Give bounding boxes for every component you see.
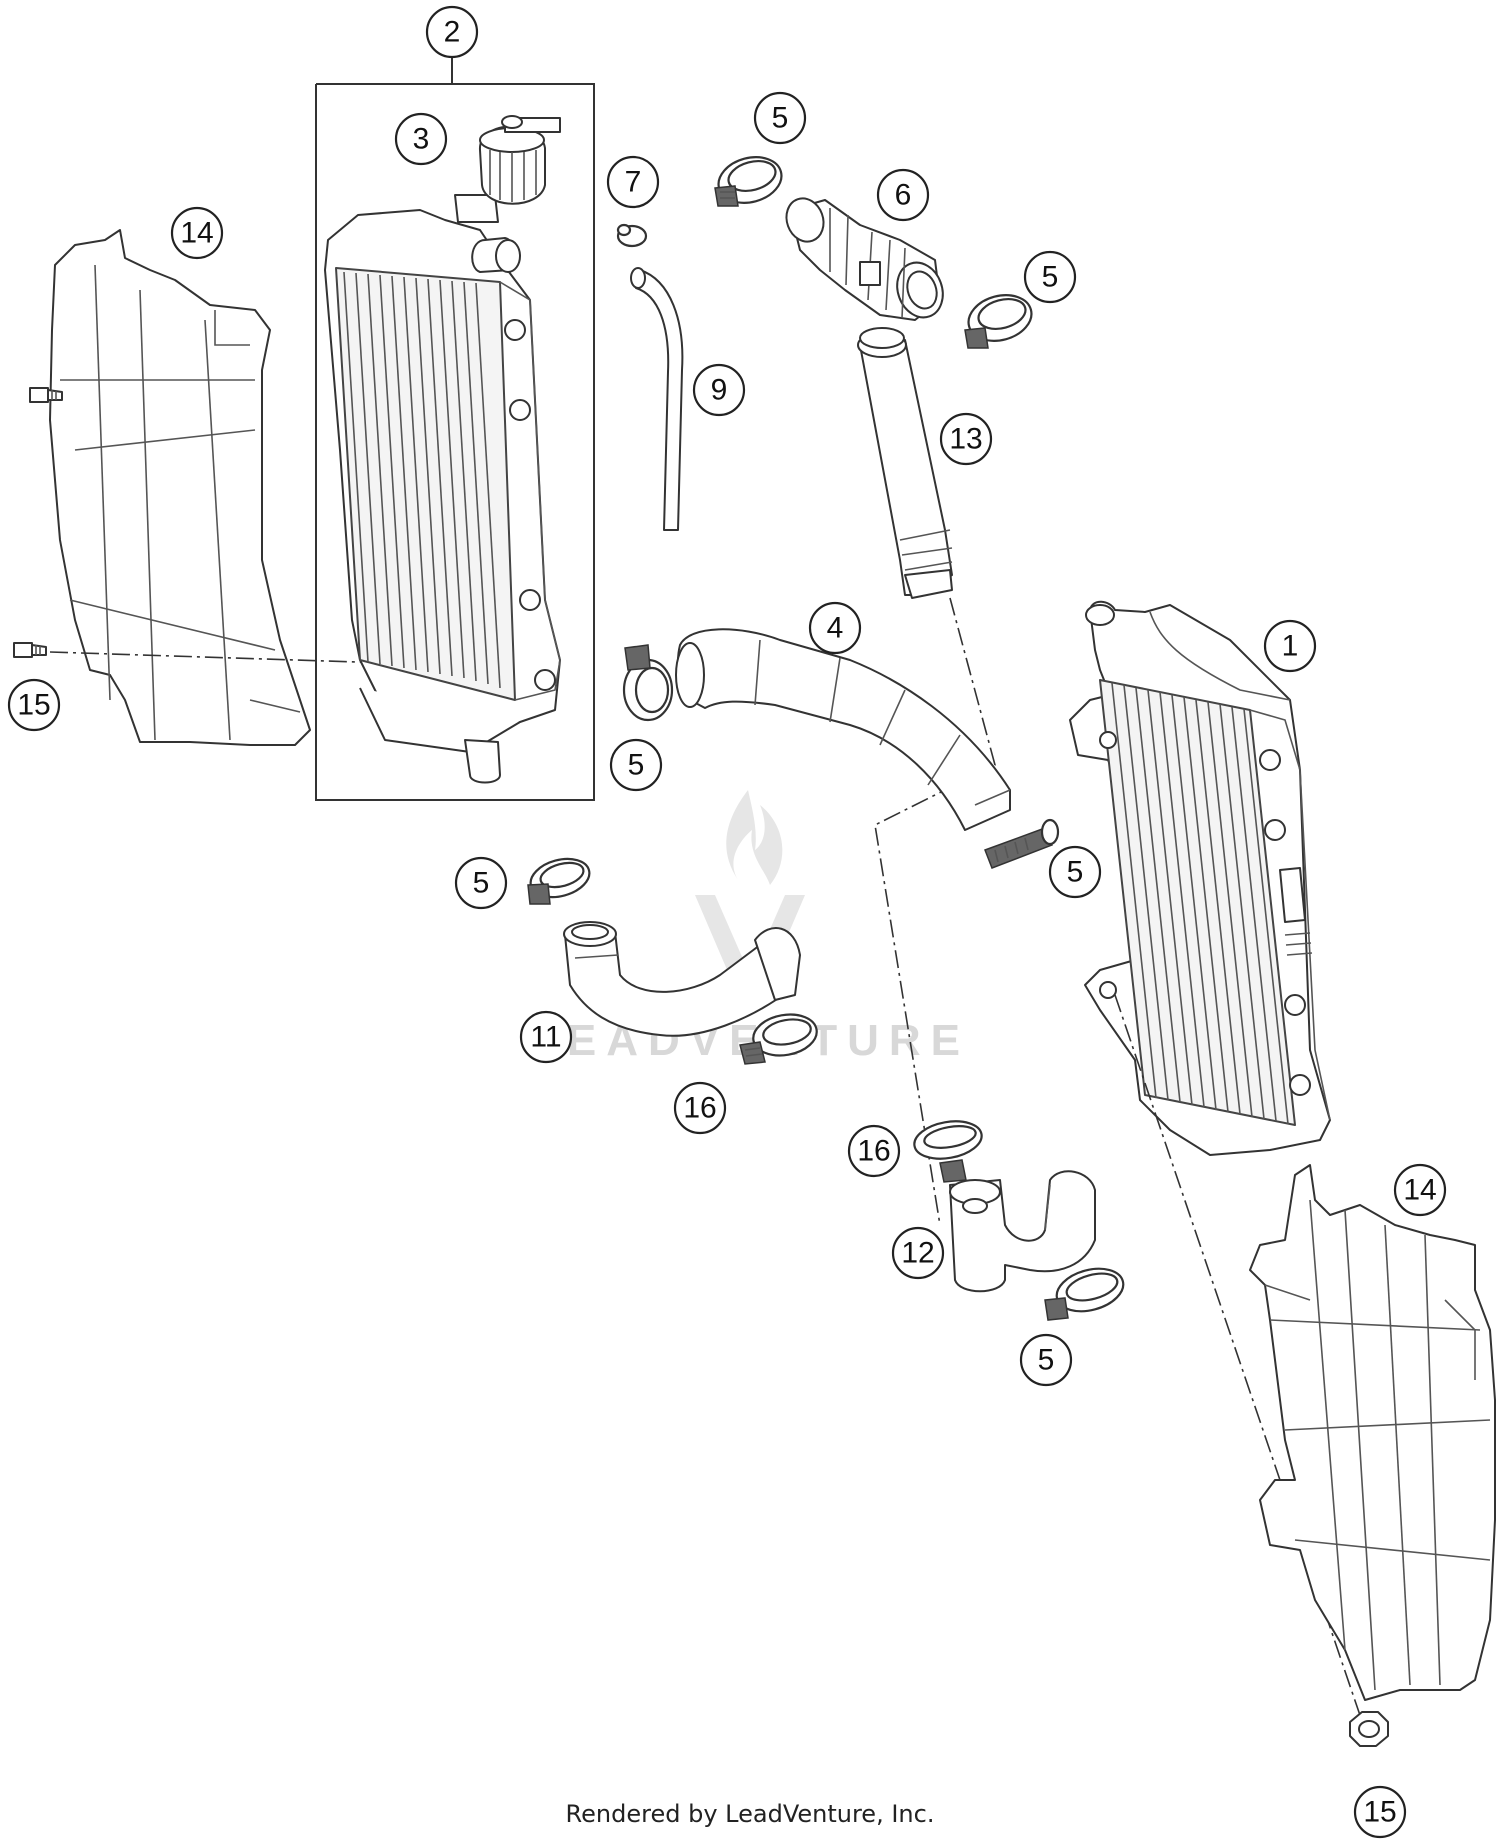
hose-clamp-16-right — [913, 1120, 983, 1183]
coolant-pipe-13 — [857, 327, 953, 599]
hose-clamp-5-bottom — [1044, 1267, 1125, 1321]
callout-15-right-label: 15 — [1363, 1796, 1396, 1829]
screw-15-upper — [29, 387, 63, 403]
callout-5-right-top-label: 5 — [1042, 261, 1059, 294]
left-radiator — [324, 194, 561, 784]
assembly-2-frame — [315, 83, 595, 801]
left-radiator-shroud — [49, 229, 311, 746]
callout-4-label: 4 — [827, 612, 844, 645]
callout-16-right-label: 16 — [857, 1135, 890, 1168]
callout-5-lower-left: 5 — [454, 856, 508, 910]
callout-9: 9 — [692, 363, 746, 417]
callout-5-top-label: 5 — [772, 102, 789, 135]
hose-clamp-5-top-right — [964, 294, 1033, 349]
callout-15-left-label: 15 — [17, 689, 50, 722]
callout-3-label: 3 — [413, 123, 430, 156]
callout-9-label: 9 — [711, 374, 728, 407]
callout-7-label: 7 — [625, 166, 642, 199]
right-radiator-fins — [1111, 682, 1289, 1125]
callouts: 1 2 3 4 5 5 5 5 — [7, 5, 1447, 1839]
callout-11-label: 11 — [530, 1021, 561, 1054]
callout-14-left-label: 14 — [180, 217, 213, 250]
callout-3: 3 — [394, 112, 448, 166]
callout-11: 11 — [519, 1010, 573, 1064]
leader-13 — [874, 597, 996, 1226]
callout-1-label: 1 — [1282, 630, 1299, 663]
hose-clamp-16-left — [739, 1013, 818, 1065]
connector-hose-6 — [785, 197, 944, 321]
callout-2: 2 — [425, 5, 479, 59]
breather-hose-9 — [630, 267, 684, 531]
callout-5-mid-right: 5 — [1048, 845, 1102, 899]
watermark-v-logo-icon — [695, 895, 805, 1000]
watermark-flame-icon — [726, 790, 783, 885]
radiator-cap — [478, 115, 561, 205]
callout-7: 7 — [606, 155, 660, 209]
callout-5-lower-left-label: 5 — [473, 867, 490, 900]
callout-5-bottom: 5 — [1019, 1333, 1073, 1387]
callout-16-right: 16 — [847, 1124, 901, 1178]
callout-14-left: 14 — [170, 206, 224, 260]
footer-credit: Rendered by LeadVenture, Inc. — [566, 1800, 935, 1828]
callout-5-mid-left-label: 5 — [628, 749, 645, 782]
main-hose-4 — [675, 628, 1011, 831]
callout-6-label: 6 — [895, 179, 912, 212]
screw-15-right — [1349, 1711, 1389, 1747]
right-radiator — [1069, 600, 1331, 1156]
callout-14-right-label: 14 — [1403, 1174, 1436, 1207]
callout-5-right-top: 5 — [1023, 250, 1077, 304]
left-radiator-fins — [343, 271, 501, 689]
callout-1: 1 — [1263, 619, 1317, 673]
callout-5-mid-right-label: 5 — [1067, 856, 1084, 889]
hose-clamp-5-lower-left — [527, 857, 591, 905]
callout-2-label: 2 — [444, 16, 461, 49]
callout-13: 13 — [939, 412, 993, 466]
callout-15-right: 15 — [1353, 1785, 1407, 1839]
right-radiator-shroud — [1249, 1164, 1496, 1701]
lower-hose-11 — [563, 921, 801, 1037]
callout-4: 4 — [808, 601, 862, 655]
callout-12-label: 12 — [901, 1237, 934, 1270]
callout-16-left: 16 — [673, 1081, 727, 1135]
small-clamp-7 — [616, 223, 648, 248]
hose-12 — [949, 1170, 1096, 1293]
callout-6: 6 — [876, 168, 930, 222]
callout-12: 12 — [891, 1226, 945, 1280]
callout-14-right: 14 — [1393, 1163, 1447, 1217]
callout-16-left-label: 16 — [683, 1092, 716, 1125]
callout-13-label: 13 — [949, 423, 982, 456]
callout-5-bottom-label: 5 — [1038, 1344, 1055, 1377]
hose-clamp-5-mid-left — [622, 644, 674, 722]
screw-15-lower — [13, 642, 47, 658]
leader-15-right — [1114, 994, 1366, 1731]
hose-clamp-5-mid-right — [984, 818, 1060, 869]
callout-15-left: 15 — [7, 678, 61, 732]
callout-5-top: 5 — [753, 91, 807, 145]
hose-clamp-5-top-left — [714, 156, 783, 207]
callout-5-mid-left: 5 — [609, 738, 663, 792]
